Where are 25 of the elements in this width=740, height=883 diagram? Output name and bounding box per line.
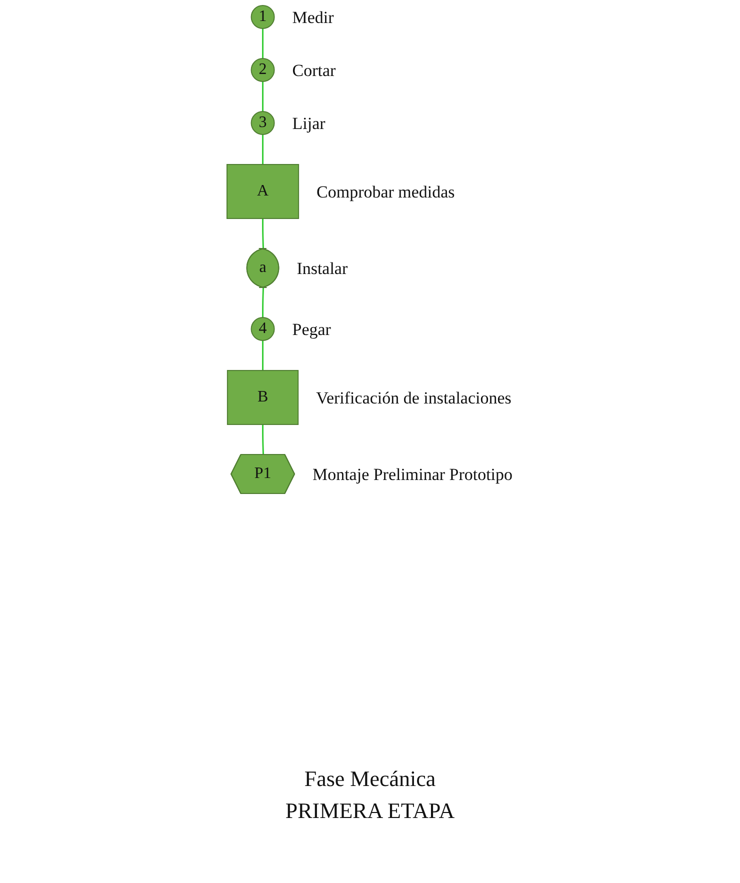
inspection-box: A bbox=[226, 164, 300, 219]
operation-circle: 3 bbox=[250, 111, 275, 135]
connector-line bbox=[262, 134, 264, 164]
step-description: Comprobar medidas bbox=[316, 182, 455, 202]
step-description: Lijar bbox=[292, 114, 326, 133]
connector-line bbox=[262, 82, 264, 112]
hexagon-node: P1 bbox=[230, 454, 296, 494]
caption-text: PRIMERA ETAPA bbox=[284, 798, 456, 824]
caption-text: Fase Mecánica bbox=[303, 766, 437, 792]
operation-circle: 4 bbox=[250, 316, 275, 341]
rounded-node: a bbox=[246, 248, 280, 288]
step-description: Verificación de instalaciones bbox=[316, 388, 512, 408]
connector-line bbox=[262, 288, 264, 318]
inspection-box: B bbox=[227, 370, 299, 425]
step-description: Pegar bbox=[292, 320, 332, 339]
connector-line bbox=[262, 340, 264, 370]
connector-line bbox=[262, 218, 264, 249]
step-description: Instalar bbox=[296, 258, 348, 278]
step-description: Montaje Preliminar Prototipo bbox=[312, 464, 513, 484]
connector-line bbox=[262, 28, 264, 58]
operation-circle: 2 bbox=[250, 58, 275, 82]
connector-line bbox=[262, 424, 264, 455]
step-description: Medir bbox=[292, 8, 334, 27]
operation-circle: 1 bbox=[250, 5, 275, 29]
step-description: Cortar bbox=[292, 61, 336, 80]
